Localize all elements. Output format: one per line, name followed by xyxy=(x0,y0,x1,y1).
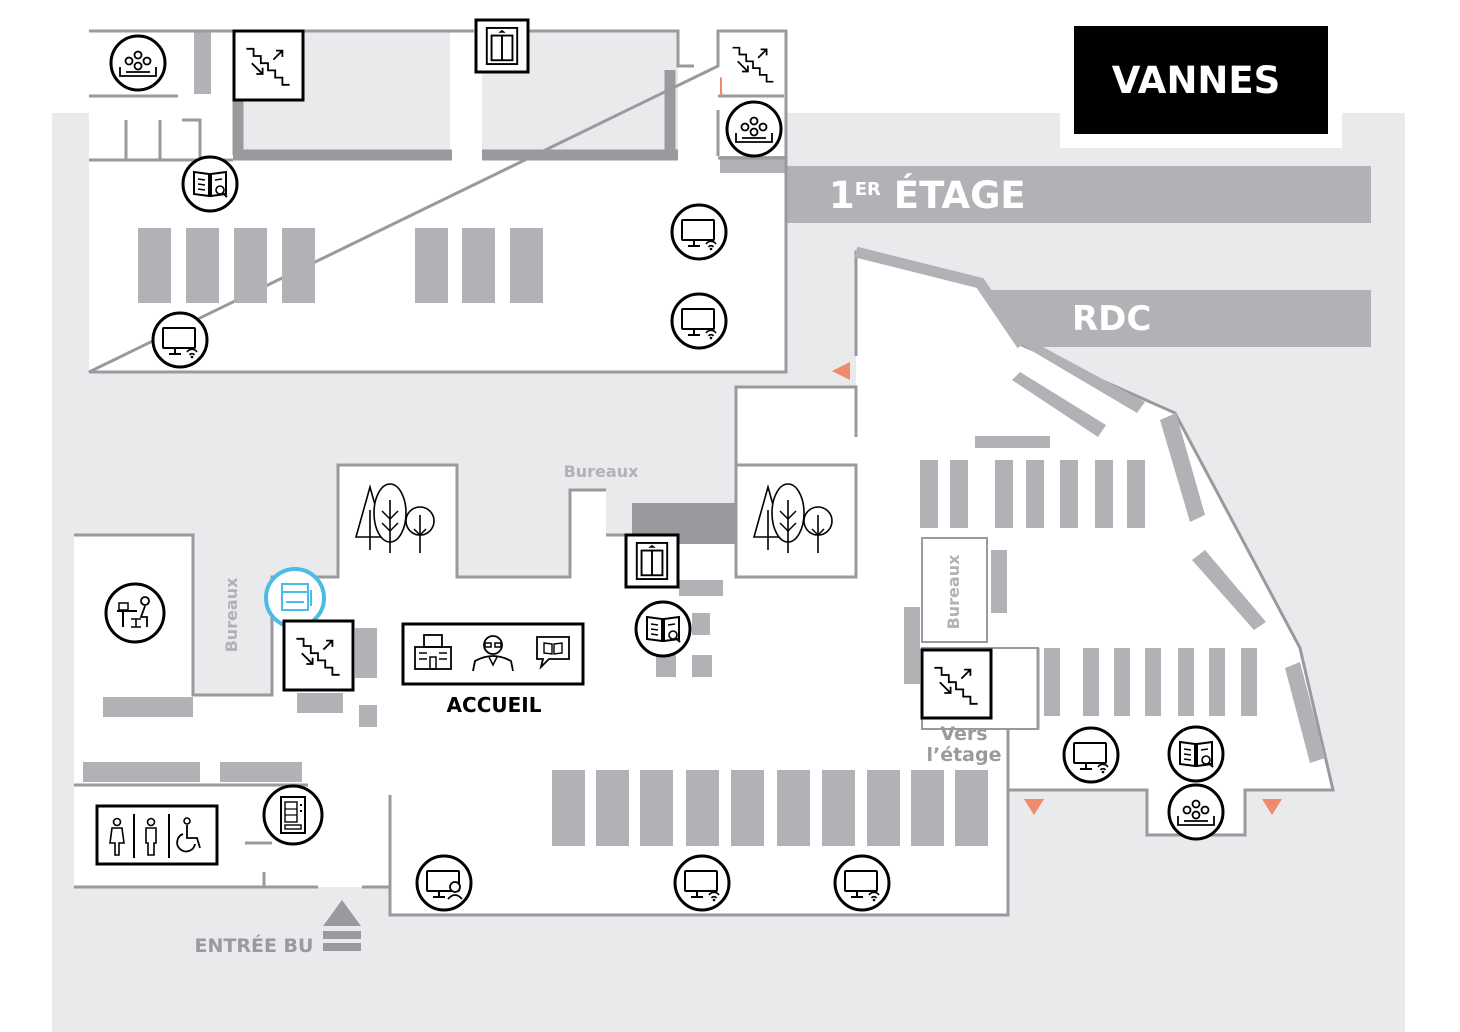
ground-floor-shelves xyxy=(83,340,1325,846)
elevator-icon[interactable] xyxy=(474,18,530,74)
level-bar-first-floor xyxy=(787,166,1371,223)
to-floor-label: l’étage xyxy=(926,744,1001,766)
level-bar-ground-floor xyxy=(980,290,1371,347)
restroom-icon[interactable] xyxy=(95,804,219,866)
reading-icon[interactable] xyxy=(1167,725,1225,783)
librarian-icon xyxy=(472,635,514,672)
computer-search-icon[interactable] xyxy=(415,854,473,912)
group-work-icon[interactable] xyxy=(725,100,783,158)
computer-wifi-icon[interactable] xyxy=(673,854,731,912)
offices-label: Bureaux xyxy=(944,554,963,630)
first-floor-shelves xyxy=(138,228,543,303)
workstation-icon[interactable] xyxy=(104,582,166,644)
vending-machine-icon[interactable] xyxy=(262,784,324,846)
computer-wifi-icon[interactable] xyxy=(670,292,728,350)
stairs-icon[interactable] xyxy=(232,29,305,102)
level-label-first-floor: 1ER ÉTAGE xyxy=(829,173,1026,217)
information-icon xyxy=(414,634,452,670)
entrance-label: ENTRÉE BU xyxy=(195,934,314,957)
reception-label: ACCUEIL xyxy=(447,693,542,717)
reading-icon[interactable] xyxy=(634,600,692,658)
group-work-icon[interactable] xyxy=(1167,783,1225,841)
stairs-icon[interactable] xyxy=(282,619,355,692)
offices-label: Bureaux xyxy=(564,462,640,481)
map-title: VANNES xyxy=(1112,59,1281,102)
title-box xyxy=(1074,26,1328,134)
stairs-icon[interactable] xyxy=(920,648,993,720)
copier-icon[interactable] xyxy=(264,567,326,629)
computer-wifi-icon[interactable] xyxy=(670,203,728,261)
stairs-icon[interactable] xyxy=(722,34,784,93)
computer-wifi-icon[interactable] xyxy=(1062,726,1120,784)
entrance-arrow-icon xyxy=(323,900,361,951)
computer-wifi-icon[interactable] xyxy=(833,854,891,912)
offices-label: Bureaux xyxy=(222,577,241,653)
computer-wifi-icon[interactable] xyxy=(151,311,209,369)
group-work-icon[interactable] xyxy=(109,34,167,92)
reading-icon[interactable] xyxy=(181,155,239,213)
to-floor-label: Vers xyxy=(940,723,987,745)
reception-desk[interactable] xyxy=(401,622,585,686)
elevator-icon[interactable] xyxy=(624,533,680,589)
level-label-ground-floor: RDC xyxy=(1072,299,1151,339)
question-icon xyxy=(536,636,570,670)
